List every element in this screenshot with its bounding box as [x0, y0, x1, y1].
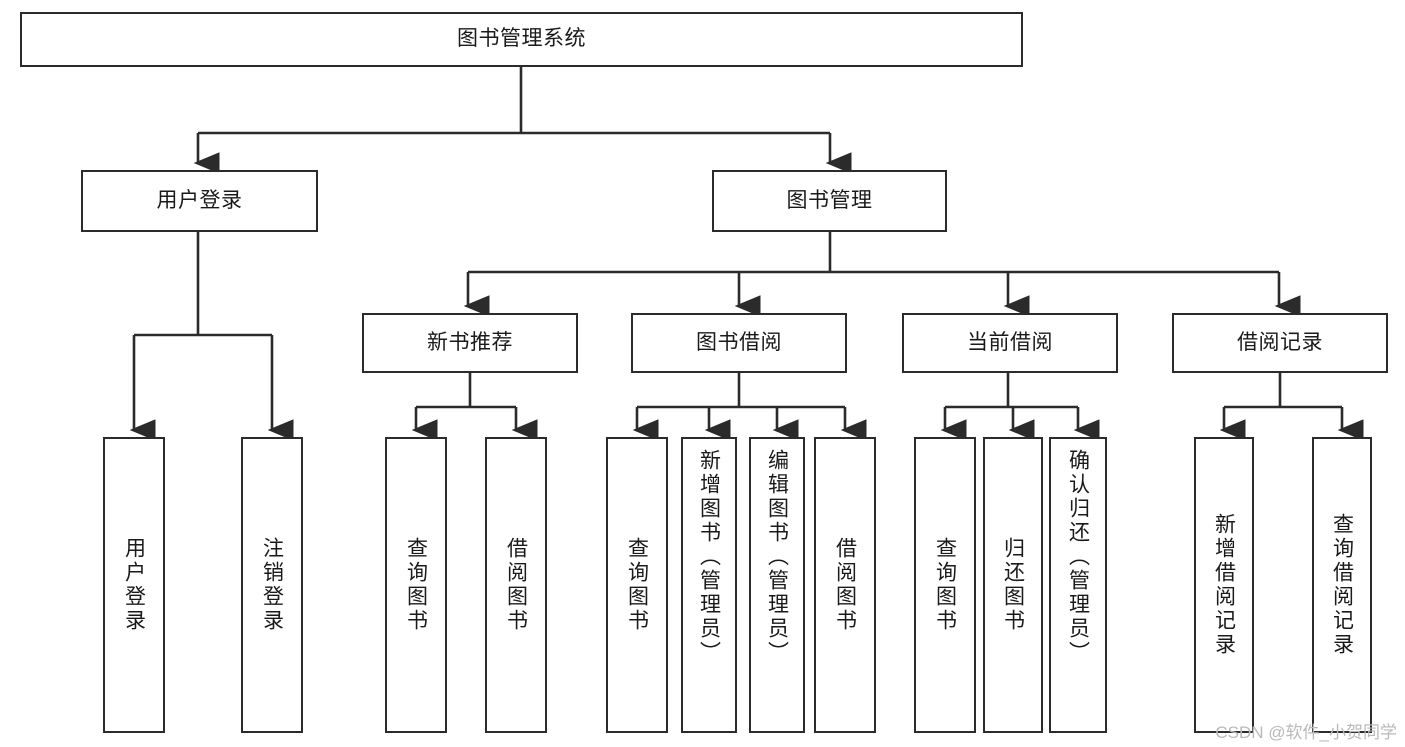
- leaf-query-book-rec-label: 查询图书: [404, 537, 428, 633]
- leaf-query-book-borrow[interactable]: 查询图书: [606, 437, 668, 733]
- leaf-add-book-admin[interactable]: 新增图书（管理员）: [681, 437, 737, 733]
- node-borrow-record[interactable]: 借阅记录: [1172, 313, 1388, 373]
- leaf-edit-book-admin-label: 编辑图书（管理员）: [765, 449, 789, 665]
- leaf-logout-login[interactable]: 注销登录: [241, 437, 303, 733]
- node-book-borrow[interactable]: 图书借阅: [631, 313, 847, 373]
- node-borrow-record-label: 借阅记录: [1237, 330, 1323, 354]
- node-book-manage[interactable]: 图书管理: [712, 170, 947, 232]
- node-book-borrow-label: 图书借阅: [696, 330, 782, 354]
- leaf-query-borrow-record-label: 查询借阅记录: [1330, 513, 1354, 657]
- leaf-logout-login-label: 注销登录: [260, 537, 284, 633]
- leaf-user-login-label: 用户登录: [122, 537, 146, 633]
- leaf-borrow-book-label: 借阅图书: [833, 537, 857, 633]
- node-current-borrow[interactable]: 当前借阅: [902, 313, 1118, 373]
- leaf-borrow-book-rec-label: 借阅图书: [504, 537, 528, 633]
- leaf-borrow-book-rec[interactable]: 借阅图书: [485, 437, 547, 733]
- node-new-book-recommend-label: 新书推荐: [427, 330, 513, 354]
- leaf-confirm-return-admin-label: 确认归还（管理员）: [1066, 449, 1090, 665]
- leaf-return-book[interactable]: 归还图书: [983, 437, 1043, 733]
- leaf-query-book-borrow-label: 查询图书: [625, 537, 649, 633]
- node-new-book-recommend[interactable]: 新书推荐: [362, 313, 578, 373]
- leaf-query-borrow-record[interactable]: 查询借阅记录: [1312, 437, 1372, 733]
- leaf-add-borrow-record[interactable]: 新增借阅记录: [1194, 437, 1254, 733]
- node-user-login[interactable]: 用户登录: [81, 170, 318, 232]
- leaf-query-book-current-label: 查询图书: [933, 537, 957, 633]
- leaf-add-borrow-record-label: 新增借阅记录: [1212, 513, 1236, 657]
- leaf-query-book-rec[interactable]: 查询图书: [385, 437, 447, 733]
- leaf-confirm-return-admin[interactable]: 确认归还（管理员）: [1049, 437, 1107, 733]
- leaf-return-book-label: 归还图书: [1001, 537, 1025, 633]
- node-root-label: 图书管理系统: [457, 27, 586, 51]
- leaf-add-book-admin-label: 新增图书（管理员）: [697, 449, 721, 665]
- leaf-query-book-current[interactable]: 查询图书: [914, 437, 976, 733]
- node-book-manage-label: 图书管理: [786, 188, 873, 212]
- leaf-edit-book-admin[interactable]: 编辑图书（管理员）: [749, 437, 805, 733]
- node-current-borrow-label: 当前借阅: [967, 330, 1053, 354]
- leaf-borrow-book[interactable]: 借阅图书: [814, 437, 876, 733]
- watermark: CSDN @软件_小贺同学: [1215, 723, 1397, 742]
- node-user-login-label: 用户登录: [156, 188, 243, 212]
- leaf-user-login[interactable]: 用户登录: [103, 437, 165, 733]
- node-root[interactable]: 图书管理系统: [20, 12, 1023, 67]
